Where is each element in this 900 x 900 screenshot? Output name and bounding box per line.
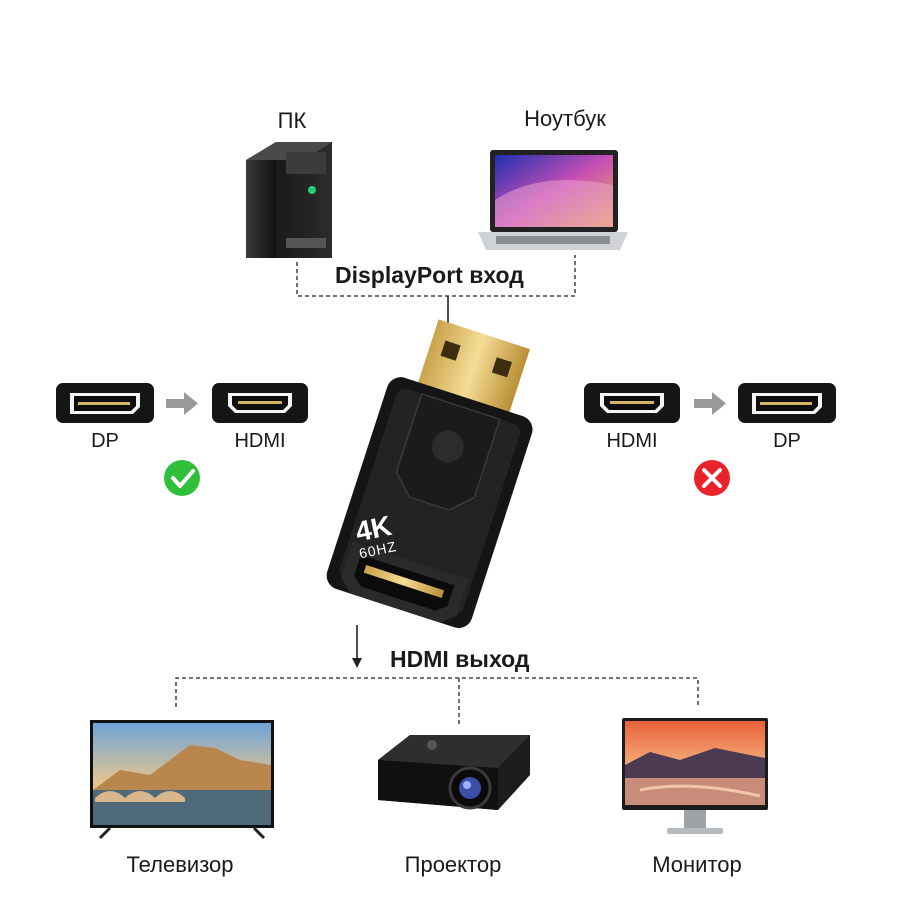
port-dp-icon [56,383,154,423]
right-from-label: HDMI [606,430,658,452]
left-to-label: HDMI [234,430,286,452]
arrow-right-icon [166,392,198,415]
arrow-right-icon [694,392,726,415]
output-label: HDMI выход [390,646,530,672]
check-icon [164,460,200,496]
pc-label: ПК [277,108,307,133]
right-to-label: DP [773,430,801,452]
monitor-label: Монитор [652,852,742,877]
projector-label: Проектор [404,852,502,877]
left-from-label: DP [91,430,119,452]
port-hdmi-icon [212,383,308,423]
laptop-label: Ноутбук [524,106,606,131]
adapter-badge: 4K 60HZ [336,508,413,564]
input-label: DisplayPort вход [335,262,524,288]
port-dp-icon [738,383,836,423]
port-hdmi-icon [584,383,680,423]
cross-icon [694,460,730,496]
tv-label: Телевизор [126,852,234,877]
